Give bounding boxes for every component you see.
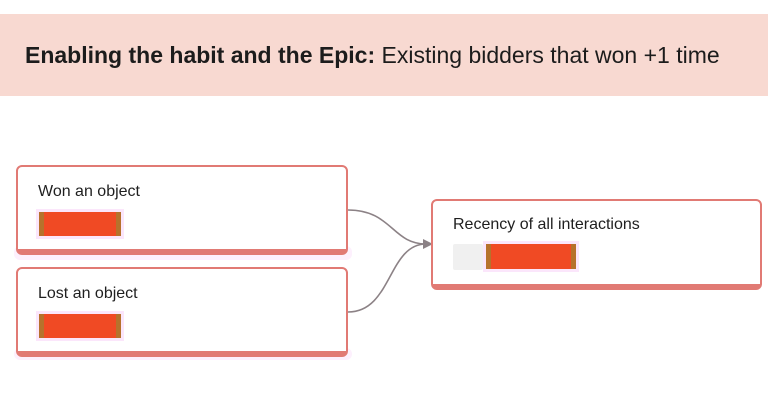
node-lost-an-object[interactable]: Lost an object bbox=[16, 267, 348, 357]
redacted-value bbox=[36, 311, 124, 341]
banner-title: Enabling the habit and the Epic: Existin… bbox=[25, 42, 720, 69]
arrowhead-icon bbox=[423, 239, 433, 249]
node-recency-of-all-interactions[interactable]: Recency of all interactions bbox=[431, 199, 762, 290]
node-won-an-object[interactable]: Won an object bbox=[16, 165, 348, 255]
node-label: Recency of all interactions bbox=[453, 216, 640, 233]
gray-chip bbox=[453, 244, 483, 270]
redaction-bar bbox=[486, 244, 576, 269]
node-label: Won an object bbox=[38, 183, 140, 200]
redacted-value bbox=[483, 241, 579, 272]
redacted-value bbox=[36, 209, 124, 239]
connector-won-to-recency bbox=[347, 209, 427, 245]
banner-title-bold: Enabling the habit and the Epic: bbox=[25, 41, 376, 68]
node-label: Lost an object bbox=[38, 285, 138, 302]
title-banner: Enabling the habit and the Epic: Existin… bbox=[0, 14, 768, 96]
redaction-bar bbox=[39, 212, 121, 236]
banner-title-rest: Existing bidders that won +1 time bbox=[375, 41, 720, 68]
redaction-bar bbox=[39, 314, 121, 338]
connector-lost-to-recency bbox=[347, 243, 427, 313]
